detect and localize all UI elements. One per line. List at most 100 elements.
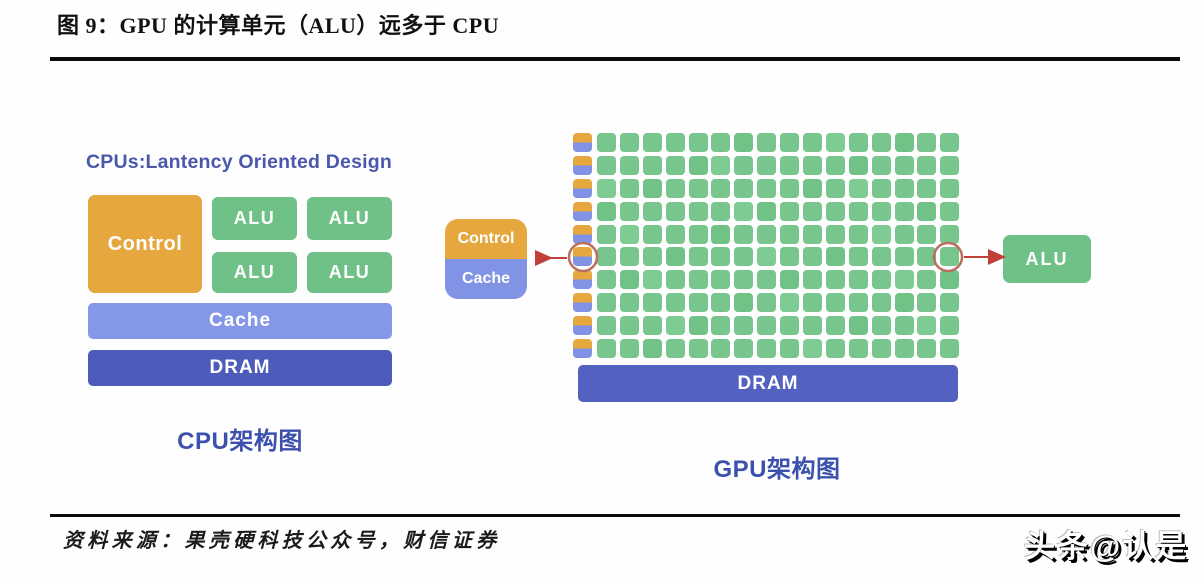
gpu-alu-cell — [894, 270, 914, 290]
gpu-alu-cell — [780, 178, 800, 198]
gpu-alu-cell — [688, 293, 708, 313]
gpu-alu-cell — [619, 293, 639, 313]
gpu-alu-cell — [688, 178, 708, 198]
gpu-alu-cell — [757, 155, 777, 175]
gpu-alu-cell — [597, 133, 616, 152]
gpu-alu-cell — [871, 224, 891, 244]
gpu-alu-cell — [665, 247, 685, 267]
gpu-alu-cell — [894, 293, 914, 313]
gpu-alu-cell — [894, 201, 914, 221]
gpu-alu-cell — [780, 270, 800, 290]
gpu-alu-cell — [597, 155, 616, 175]
gpu-alu-cell — [894, 247, 914, 267]
gpu-alu-cell — [711, 201, 731, 221]
gpu-alu-cell — [619, 339, 639, 359]
gpu-alu-cell — [734, 247, 754, 267]
gpu-alu-cell — [665, 155, 685, 175]
gpu-alu-cell — [642, 316, 662, 336]
gpu-alu-cell — [917, 155, 937, 175]
cpu-alu-block: ALU — [212, 252, 297, 293]
gpu-alu-cell — [803, 201, 823, 221]
gpu-control-cache-cell — [573, 270, 592, 290]
gpu-alu-cell — [871, 270, 891, 290]
gpu-alu-cell — [642, 133, 662, 152]
gpu-alu-cell — [848, 339, 868, 359]
gpu-alu-cell — [734, 339, 754, 359]
gpu-alu-cell — [917, 247, 937, 267]
gpu-alu-cell — [688, 155, 708, 175]
gpu-alu-cell — [688, 247, 708, 267]
gpu-alu-cell — [619, 155, 639, 175]
cpu-cache-bar: Cache — [88, 303, 392, 339]
gpu-alu-cell — [734, 155, 754, 175]
cpu-design-heading: CPUs:Lantency Oriented Design — [86, 151, 392, 173]
gpu-alu-cell — [619, 270, 639, 290]
gpu-alu-cell — [825, 201, 845, 221]
gpu-alu-cell — [894, 155, 914, 175]
gpu-alu-cell — [803, 316, 823, 336]
gpu-alu-cell — [734, 270, 754, 290]
gpu-control-cache-cell — [573, 247, 592, 267]
gpu-alu-cell — [803, 155, 823, 175]
gpu-alu-cell — [711, 316, 731, 336]
gpu-alu-cell — [711, 224, 731, 244]
gpu-alu-cell — [871, 247, 891, 267]
gpu-alu-cell — [665, 270, 685, 290]
gpu-alu-cell — [780, 201, 800, 221]
gpu-alu-cell — [688, 224, 708, 244]
gpu-control-cache-callout: Control Cache — [445, 219, 527, 299]
toutiao-watermark: 头条@认是 — [1024, 529, 1189, 564]
gpu-alu-cell — [688, 270, 708, 290]
gpu-alu-cell — [780, 339, 800, 359]
gpu-callout-cache: Cache — [445, 259, 527, 299]
gpu-alu-cell — [940, 270, 960, 290]
gpu-alu-cell — [825, 178, 845, 198]
gpu-alu-grid — [597, 133, 960, 359]
gpu-alu-cell — [688, 201, 708, 221]
gpu-alu-cell — [871, 293, 891, 313]
gpu-alu-cell — [642, 155, 662, 175]
gpu-control-cache-cell — [573, 155, 592, 175]
gpu-control-cache-cell — [573, 178, 592, 198]
gpu-alu-cell — [940, 293, 960, 313]
gpu-alu-cell — [665, 178, 685, 198]
gpu-alu-cell — [940, 133, 960, 152]
gpu-control-cache-cell — [573, 293, 592, 313]
gpu-alu-cell — [734, 201, 754, 221]
gpu-alu-cell — [642, 224, 662, 244]
gpu-alu-cell — [757, 270, 777, 290]
source-attribution: 资料来源：果壳硬科技公众号，财信证券 — [63, 530, 501, 552]
gpu-control-cache-column — [573, 133, 592, 359]
gpu-alu-cell — [665, 316, 685, 336]
gpu-alu-cell — [871, 316, 891, 336]
gpu-alu-cell — [803, 270, 823, 290]
cpu-alu-block: ALU — [212, 197, 297, 240]
cpu-control-block: Control — [88, 195, 202, 293]
gpu-alu-cell — [780, 224, 800, 244]
gpu-control-cache-cell — [573, 224, 592, 244]
cpu-alu-block: ALU — [307, 252, 392, 293]
gpu-alu-cell — [597, 316, 616, 336]
gpu-alu-cell — [940, 247, 960, 267]
gpu-alu-cell — [894, 224, 914, 244]
gpu-alu-cell — [665, 293, 685, 313]
gpu-alu-cell — [871, 133, 891, 152]
gpu-alu-callout-box: ALU — [1003, 235, 1091, 283]
gpu-alu-cell — [803, 339, 823, 359]
gpu-alu-cell — [803, 178, 823, 198]
gpu-alu-cell — [734, 178, 754, 198]
gpu-alu-cell — [825, 339, 845, 359]
gpu-alu-cell — [711, 247, 731, 267]
gpu-alu-cell — [597, 270, 616, 290]
gpu-alu-cell — [757, 293, 777, 313]
gpu-alu-cell — [917, 133, 937, 152]
gpu-alu-cell — [894, 133, 914, 152]
gpu-alu-cell — [825, 316, 845, 336]
gpu-alu-cell — [780, 293, 800, 313]
gpu-alu-cell — [917, 201, 937, 221]
gpu-alu-cell — [917, 316, 937, 336]
gpu-alu-cell — [665, 339, 685, 359]
gpu-alu-cell — [734, 316, 754, 336]
gpu-alu-cell — [848, 155, 868, 175]
gpu-alu-cell — [825, 247, 845, 267]
